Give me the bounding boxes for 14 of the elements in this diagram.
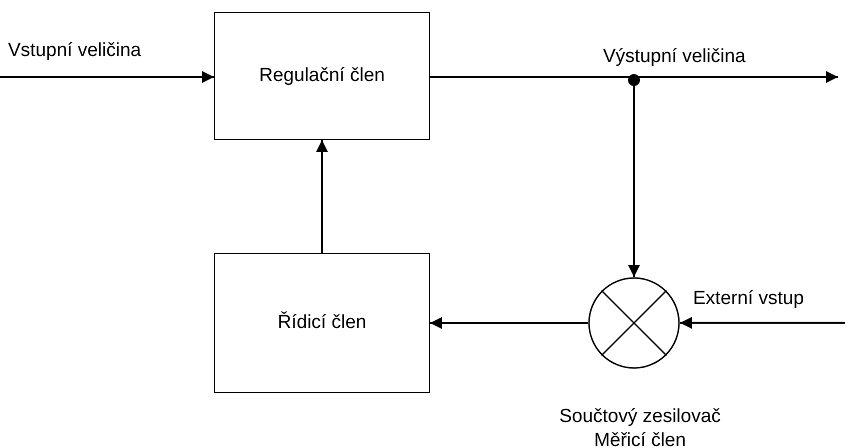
summing-junction-symbol xyxy=(588,277,680,369)
process-box xyxy=(214,12,430,140)
arrow xyxy=(680,316,845,329)
arrow xyxy=(430,317,588,329)
arrow xyxy=(0,71,214,83)
edge-label: Vstupní veličina xyxy=(8,40,142,62)
caption-text: Měřicí člen xyxy=(594,430,686,448)
edge-label: Externí vstup xyxy=(693,288,804,310)
process-box xyxy=(214,253,430,393)
box-label: Regulační člen xyxy=(259,65,385,87)
arrow xyxy=(316,140,328,253)
box-label: Řídicí člen xyxy=(278,312,366,334)
caption-text: Součtový zesilovač xyxy=(559,406,721,428)
edge-label: Výstupní veličina xyxy=(603,46,746,68)
